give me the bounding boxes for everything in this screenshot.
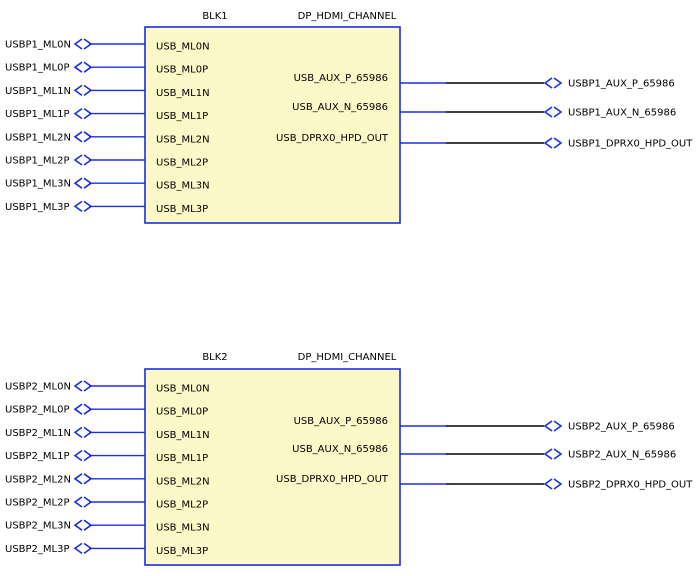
- blk2-left-pin-label: USB_ML0P: [156, 407, 208, 418]
- blk1-right-port-arrow[interactable]: [543, 106, 563, 118]
- blk1-type-label: DP_HDMI_CHANNEL: [298, 11, 397, 22]
- blk2-right-port-arrow[interactable]: [543, 448, 563, 460]
- blk1-right-net-label: USBP1_AUX_N_65986: [568, 108, 676, 119]
- blk1-block[interactable]: [144, 26, 401, 224]
- blk2-left-net-label: USBP2_ML2N: [5, 474, 71, 485]
- blk2-right-net-label: USBP2_AUX_N_65986: [568, 450, 676, 461]
- blk2-left-port-arrow[interactable]: [73, 403, 93, 415]
- blk1-left-port-arrow[interactable]: [73, 107, 93, 120]
- blk1-left-pin-label: USB_ML3P: [156, 204, 208, 215]
- blk2-left-pin-label: USB_ML3N: [156, 523, 210, 534]
- blk2-left-port-arrow[interactable]: [73, 542, 93, 555]
- blk1-left-port-arrow[interactable]: [73, 84, 93, 97]
- blk1-left-net-label: USBP1_ML3P: [5, 202, 70, 213]
- blk2-left-net-label: USBP2_ML1N: [5, 428, 71, 439]
- blk1-right-pin-label: USB_AUX_P_65986: [294, 73, 388, 84]
- blk2-left-port-arrow[interactable]: [73, 496, 93, 508]
- blk1-left-pin-label: USB_ML2N: [156, 134, 210, 145]
- blk2-left-net-label: USBP2_ML2P: [5, 498, 70, 509]
- blk1-ref-label: BLK1: [202, 11, 227, 22]
- blk1-right-pin-label: USB_AUX_N_65986: [292, 102, 388, 113]
- blk2-ref-label: BLK2: [202, 352, 227, 363]
- blk2-left-pin-label: USB_ML0N: [156, 384, 210, 395]
- blk1-left-net-label: USBP1_ML1N: [5, 86, 71, 97]
- blk2-right-pin-label: USB_AUX_N_65986: [292, 444, 388, 455]
- blk1-right-port-arrow[interactable]: [543, 137, 563, 149]
- blk2-left-pin-label: USB_ML2N: [156, 476, 210, 487]
- blk1-right-net-label: USBP1_AUX_P_65986: [568, 79, 675, 90]
- blk2-left-net-label: USBP2_ML1P: [5, 451, 70, 462]
- blk1-right-net-label: USBP1_DPRX0_HPD_OUT: [568, 139, 693, 150]
- blk1-left-net-label: USBP1_ML1P: [5, 109, 70, 120]
- blk2-right-port-arrow[interactable]: [543, 478, 563, 490]
- blk2-right-pin-label: USB_AUX_P_65986: [294, 416, 388, 427]
- blk1-left-port-arrow[interactable]: [73, 200, 93, 213]
- blk2-block[interactable]: [144, 368, 401, 566]
- blk1-right-port-arrow[interactable]: [543, 77, 563, 89]
- blk2-left-net-label: USBP2_ML3N: [5, 521, 71, 532]
- blk2-left-port-arrow[interactable]: [73, 473, 93, 485]
- blk2-left-pin-label: USB_ML1N: [156, 430, 210, 441]
- blk1-left-pin-label: USB_ML3N: [156, 181, 210, 192]
- blk2-left-pin-label: USB_ML1P: [156, 453, 208, 464]
- blk1-left-port-arrow[interactable]: [73, 177, 93, 189]
- blk1-left-pin-label: USB_ML0P: [156, 65, 208, 76]
- blk1-left-net-label: USBP1_ML0P: [5, 63, 70, 74]
- blk2-left-port-arrow[interactable]: [73, 519, 93, 531]
- blk1-left-net-label: USBP1_ML2P: [5, 156, 70, 167]
- blk1-left-pin-label: USB_ML2P: [156, 158, 208, 169]
- blk1-left-pin-label: USB_ML1P: [156, 111, 208, 122]
- blk1-left-port-arrow[interactable]: [73, 38, 93, 50]
- blk1-left-port-arrow[interactable]: [73, 131, 93, 143]
- blk2-left-port-arrow[interactable]: [73, 449, 93, 462]
- blk1-left-pin-label: USB_ML0N: [156, 42, 210, 53]
- blk1-left-pin-label: USB_ML1N: [156, 88, 210, 99]
- blk2-left-net-label: USBP2_ML3P: [5, 544, 70, 555]
- blk2-right-net-label: USBP2_AUX_P_65986: [568, 422, 675, 433]
- blk1-left-net-label: USBP1_ML2N: [5, 132, 71, 143]
- blk2-left-net-label: USBP2_ML0P: [5, 405, 70, 416]
- blk2-right-net-label: USBP2_DPRX0_HPD_OUT: [568, 480, 693, 491]
- blk1-left-port-arrow[interactable]: [73, 61, 93, 73]
- blk1-left-port-arrow[interactable]: [73, 154, 93, 166]
- blk2-left-net-label: USBP2_ML0N: [5, 382, 71, 393]
- blk2-left-port-arrow[interactable]: [73, 426, 93, 439]
- blk1-left-net-label: USBP1_ML0N: [5, 40, 71, 51]
- blk2-left-pin-label: USB_ML3P: [156, 546, 208, 557]
- blk1-right-pin-label: USB_DPRX0_HPD_OUT: [276, 133, 389, 144]
- blk2-left-pin-label: USB_ML2P: [156, 500, 208, 511]
- blk2-left-port-arrow[interactable]: [73, 380, 93, 392]
- blk2-right-pin-label: USB_DPRX0_HPD_OUT: [276, 474, 389, 485]
- blk1-left-net-label: USBP1_ML3N: [5, 179, 71, 190]
- blk2-right-port-arrow[interactable]: [543, 420, 563, 432]
- blk2-type-label: DP_HDMI_CHANNEL: [298, 352, 397, 363]
